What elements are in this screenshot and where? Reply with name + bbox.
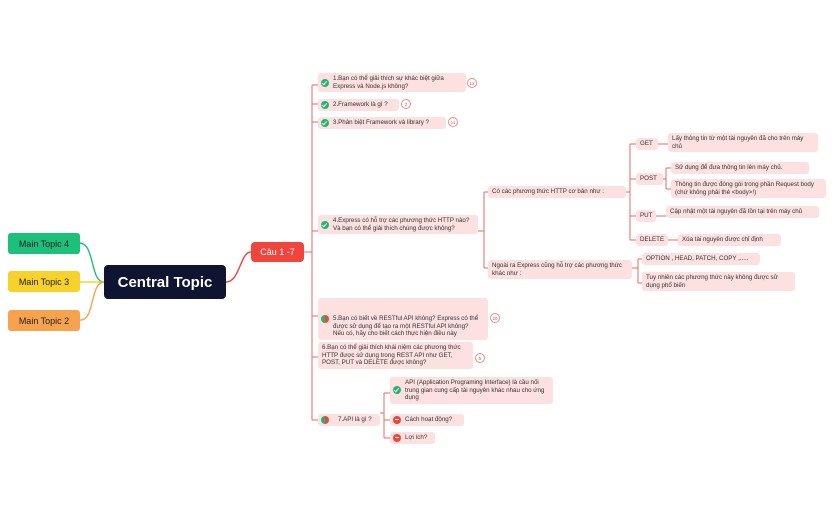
note-count-badge[interactable]: 11 xyxy=(448,117,458,127)
post-description-1[interactable]: Sử dụng để đưa thông tin lên máy chủ. xyxy=(671,162,809,174)
other-methods-note[interactable]: Tuy nhiên các phương thức này không được… xyxy=(642,272,795,291)
question-6-topic[interactable]: 6.Bạn có thể giải thích khái niệm các ph… xyxy=(318,342,473,369)
check-circle-icon xyxy=(321,118,329,127)
note-count-badge[interactable]: 12 xyxy=(467,78,477,88)
check-circle-icon xyxy=(321,78,329,87)
question-4-label: 4.Express có hỗ trợ các phương thức HTTP… xyxy=(333,217,470,232)
api-definition[interactable]: API (Application Programing Interface) l… xyxy=(390,377,553,404)
question-7-topic[interactable]: 7.API là gì ? xyxy=(318,414,380,426)
half-progress-icon xyxy=(321,314,329,323)
post-description-2[interactable]: Thông tin được đóng gói trong phần Reque… xyxy=(671,179,826,198)
check-circle-icon xyxy=(393,386,401,395)
note-count-badge[interactable]: 5 xyxy=(475,353,485,363)
api-benefits-label: Lợi ích? xyxy=(405,434,428,441)
http-basic-methods-topic[interactable]: Có các phương thức HTTP cơ bản như : xyxy=(488,186,626,198)
question-2-topic[interactable]: 2.Framework là gì ? xyxy=(318,99,399,111)
question-1-topic[interactable]: 1.Bạn có thể giải thích sự khác biệt giữ… xyxy=(318,73,466,92)
check-circle-icon xyxy=(321,100,329,109)
question-2-label: 2.Framework là gì ? xyxy=(333,101,388,108)
question-5-topic[interactable]: 5.Bạn có biết về RESTful API không? Expr… xyxy=(318,298,488,340)
main-topic-2[interactable]: Main Topic 2 xyxy=(8,310,80,331)
method-put[interactable]: PUT xyxy=(636,210,656,222)
api-benefits[interactable]: Lợi ích? xyxy=(390,432,435,444)
half-progress-icon xyxy=(321,415,329,424)
main-topic-3[interactable]: Main Topic 3 xyxy=(8,271,80,292)
other-methods-topic[interactable]: Ngoài ra Express cũng hỗ trợ các phương … xyxy=(488,260,632,279)
stop-circle-icon xyxy=(393,415,401,424)
stop-circle-icon xyxy=(393,433,401,442)
note-count-badge[interactable]: 20 xyxy=(490,313,500,323)
question-1-label: 1.Bạn có thể giải thích sự khác biệt giữ… xyxy=(333,75,444,90)
delete-description[interactable]: Xóa tài nguyên được chỉ định xyxy=(678,234,781,246)
api-how-it-works-label: Cách hoạt động? xyxy=(405,416,453,423)
method-get[interactable]: GET xyxy=(636,138,658,150)
question-7-label: 7.API là gì ? xyxy=(338,416,372,423)
method-delete[interactable]: DELETE xyxy=(636,234,668,246)
get-description[interactable]: Lấy thông tin từ một tài nguyên đã cho t… xyxy=(668,133,818,152)
check-circle-icon xyxy=(321,220,329,229)
central-topic[interactable]: Central Topic xyxy=(104,265,226,299)
note-count-badge[interactable]: 2 xyxy=(401,99,411,109)
api-how-it-works[interactable]: Cách hoạt động? xyxy=(390,414,464,426)
method-post[interactable]: POST xyxy=(636,173,663,185)
put-description[interactable]: Cập nhật một tài nguyên đã tồn tại trên … xyxy=(666,206,819,218)
main-topic-4[interactable]: Main Topic 4 xyxy=(8,233,80,254)
question-5-label: 5.Bạn có biết về RESTful API không? Expr… xyxy=(333,315,479,337)
branch-cau-1-7[interactable]: Câu 1 -7 xyxy=(251,242,304,262)
question-3-label: 3.Phân biệt Framework và library ? xyxy=(333,119,429,126)
api-definition-label: API (Application Programing Interface) l… xyxy=(405,379,545,401)
question-4-topic[interactable]: 4.Express có hỗ trợ các phương thức HTTP… xyxy=(318,215,478,234)
question-3-topic[interactable]: 3.Phân biệt Framework và library ? xyxy=(318,117,446,129)
other-methods-list[interactable]: OPTION , HEAD, PATCH, COPY ,..... xyxy=(642,253,760,265)
